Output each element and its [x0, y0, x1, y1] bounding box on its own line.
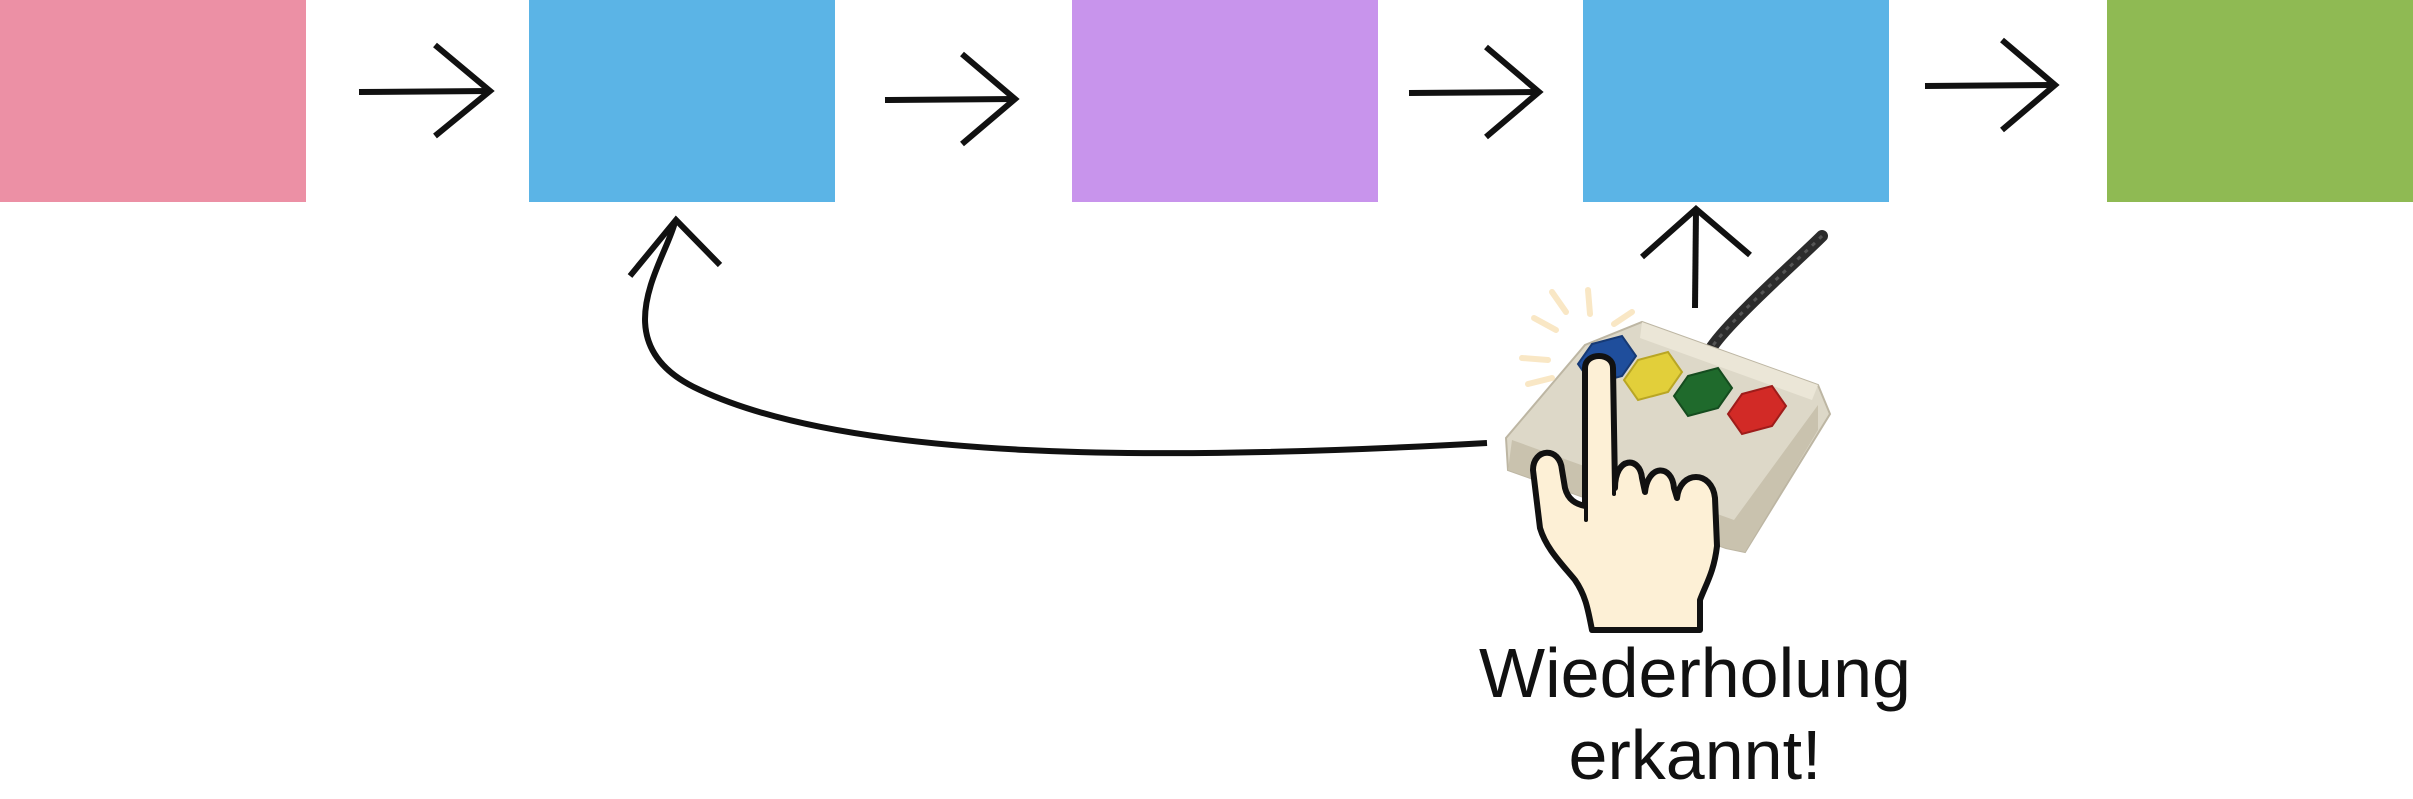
- caption-line-1: Wiederholung: [1479, 634, 1911, 712]
- feedback-arrow-to-block-2: [627, 215, 1488, 457]
- sequence-block-3: [1072, 0, 1378, 202]
- arrow-2-to-3: [884, 51, 1020, 147]
- arrow-3-to-4: [1408, 44, 1544, 140]
- arrow-4-to-5: [1924, 37, 2060, 133]
- sequence-block-2: [529, 0, 835, 202]
- sequence-block-1: [0, 0, 306, 202]
- caption-line-2: erkannt!: [1568, 716, 1822, 794]
- arrow-up-to-block-4: [1640, 205, 1752, 309]
- sequence-block-4: [1583, 0, 1889, 202]
- repetition-detected-caption: Wiederholung erkannt!: [1340, 632, 2050, 796]
- sequence-block-5: [2107, 0, 2413, 202]
- pointing-hand-icon: [1530, 353, 1720, 633]
- press-glow-icon: [1519, 287, 1635, 387]
- arrow-1-to-2: [358, 42, 495, 139]
